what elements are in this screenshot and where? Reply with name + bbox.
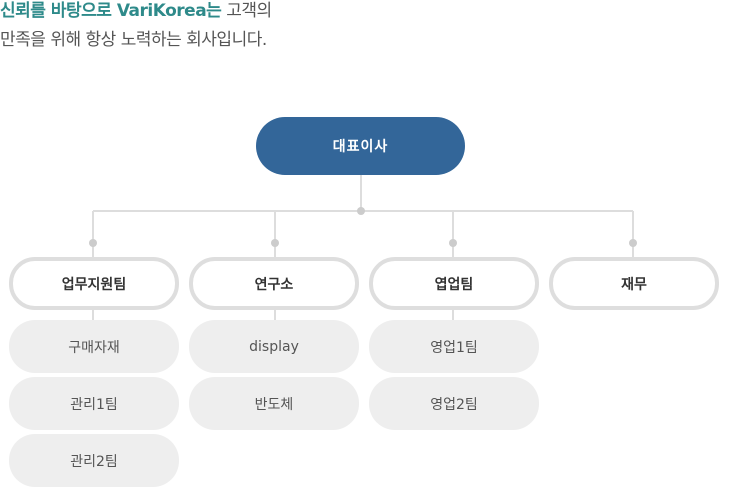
dept-node-2: 연구소: [189, 257, 359, 310]
intro-line1-rest: 고객의: [221, 1, 272, 21]
team-node: 반도체: [189, 377, 359, 430]
junction-dot: [357, 207, 365, 215]
dept-dot-1: [89, 239, 97, 247]
team-node: 영업1팀: [369, 320, 539, 373]
dept-dot-3: [449, 239, 457, 247]
ceo-node: 대표이사: [256, 117, 465, 175]
team-node: 영업2팀: [369, 377, 539, 430]
dept-node-1: 업무지원팀: [9, 257, 179, 310]
dept-node-4: 재무: [549, 257, 719, 310]
team-node: 구매자재: [9, 320, 179, 373]
team-node: 관리1팀: [9, 377, 179, 430]
dept-dot-2: [271, 239, 279, 247]
dept-dot-4: [629, 239, 637, 247]
dept-node-3: 엽업팀: [369, 257, 539, 310]
intro-text: 신뢰를 바탕으로 VariKorea는 고객의 만족을 위해 항상 노력하는 회…: [0, 0, 520, 55]
team-node: 관리2팀: [9, 434, 179, 487]
team-node: display: [189, 320, 359, 373]
intro-line2: 만족을 위해 항상 노력하는 회사입니다.: [0, 30, 267, 50]
intro-highlight: 신뢰를 바탕으로 VariKorea는: [0, 1, 222, 21]
